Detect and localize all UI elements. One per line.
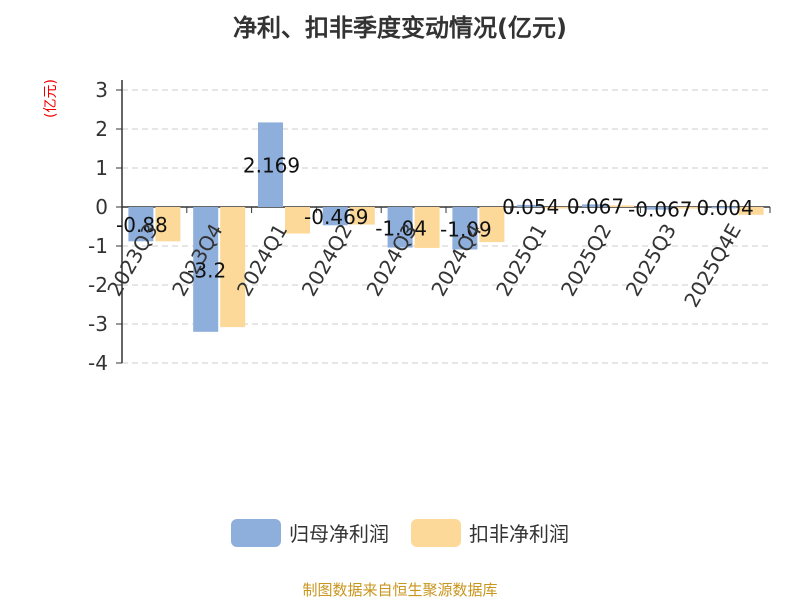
legend-item-deducted-profit[interactable]: 扣非净利润 [411,518,569,547]
y-tick-label: 3 [95,78,108,102]
bar-net-profit [387,207,413,248]
data-label: -0.469 [304,205,368,229]
bar-net-profit [711,206,737,209]
bar-deducted-profit [349,207,375,225]
y-tick-label: -2 [88,273,108,297]
legend-item-net-profit[interactable]: 归母净利润 [231,518,389,547]
x-tick-label: 2025Q3 [621,220,681,301]
data-label: -0.067 [628,197,692,221]
y-tick-label: 1 [95,156,108,180]
bar-deducted-profit [220,207,246,328]
y-tick-label: -3 [88,312,108,336]
bar-deducted-profit [414,207,440,248]
data-label: 0.067 [567,195,624,219]
bar-net-profit [322,207,348,226]
data-label: -0.88 [116,213,168,237]
bar-net-profit [452,207,478,250]
bar-deducted-profit [285,207,310,234]
bar-deducted-profit [673,207,699,209]
bar-net-profit [128,207,154,242]
bar-net-profit [517,204,543,207]
bar-deducted-profit [609,205,634,207]
y-tick-label: -4 [88,351,108,375]
bar-net-profit [258,122,283,207]
bar-net-profit [193,207,219,332]
chart-title: 净利、扣非季度变动情况(亿元) [233,14,567,42]
legend: 归母净利润 扣非净利润 [0,518,800,547]
data-label: 0.004 [696,196,753,220]
y-tick-label: 2 [95,117,108,141]
data-label: -3.2 [187,258,226,282]
bar-net-profit [646,207,672,210]
x-tick-label: 2025Q2 [556,220,616,301]
legend-label: 归母净利润 [289,522,389,546]
bar-deducted-profit [544,207,570,209]
y-tick-label: -1 [88,234,108,258]
legend-label: 扣非净利润 [469,522,569,546]
bar-net-profit [582,204,607,207]
data-label: 2.169 [243,154,300,178]
legend-swatch [411,518,461,547]
bar-deducted-profit [479,207,505,243]
bar-deducted-profit [738,207,764,215]
source-note: 制图数据来自恒生聚源数据库 [302,581,498,599]
y-tick-label: 0 [95,195,108,219]
data-label: -1.04 [375,216,427,240]
legend-swatch [231,518,281,547]
x-tick-label: 2025Q4E [679,220,746,312]
bar-deducted-profit [155,207,181,242]
data-label: -1.09 [440,217,492,241]
data-label: 0.054 [502,195,559,219]
